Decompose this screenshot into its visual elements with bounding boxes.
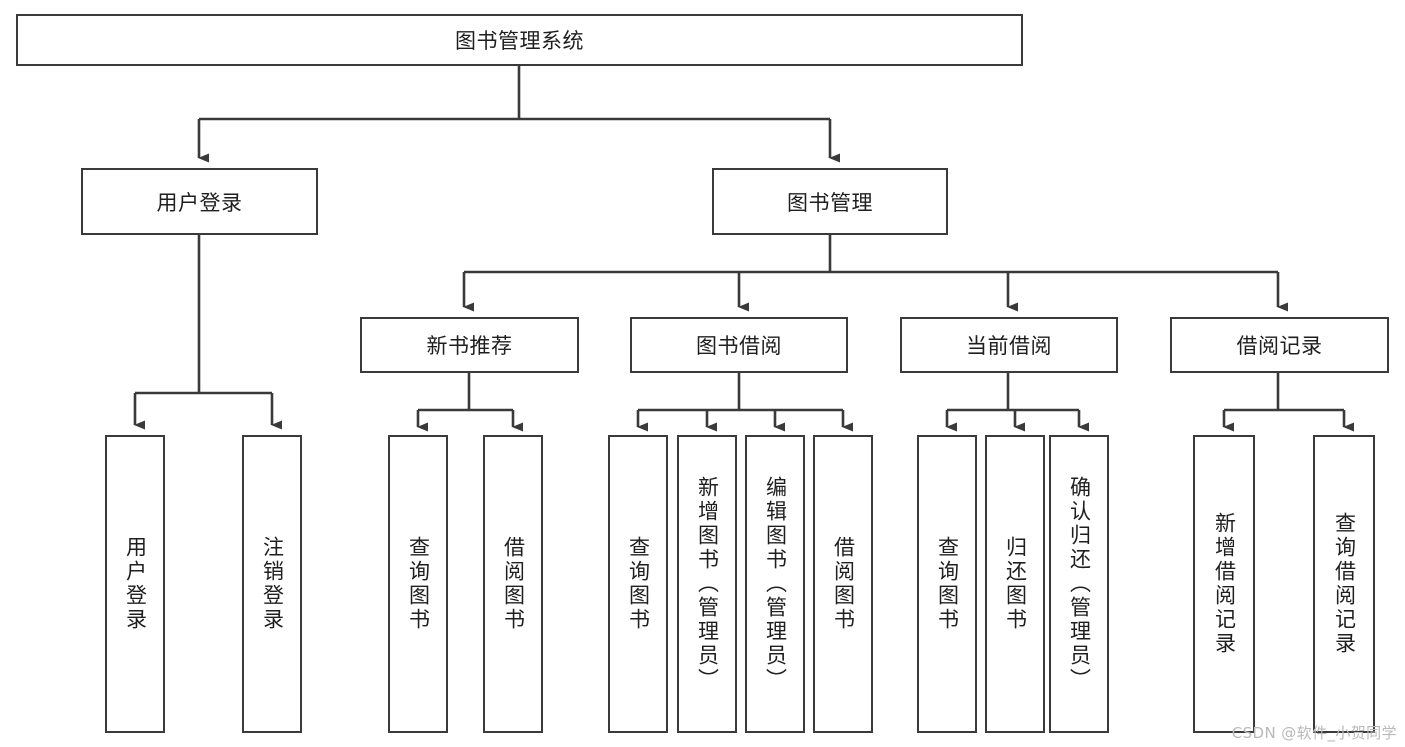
node-root-book-management-system[interactable]: 图书管理系统 bbox=[16, 14, 1023, 66]
leaf-add-borrow-record[interactable]: 新增借阅记录 bbox=[1193, 435, 1255, 733]
node-label: 查询图书 bbox=[626, 536, 651, 632]
node-new-book-recommend[interactable]: 新书推荐 bbox=[360, 317, 579, 373]
node-book-borrow[interactable]: 图书借阅 bbox=[630, 317, 848, 373]
leaf-add-book-admin[interactable]: 新增图书（管理员） bbox=[677, 435, 737, 733]
node-label: 图书管理系统 bbox=[455, 29, 584, 53]
node-label: 借阅图书 bbox=[501, 536, 526, 632]
leaf-logout[interactable]: 注销登录 bbox=[242, 435, 302, 733]
node-borrow-record[interactable]: 借阅记录 bbox=[1170, 317, 1389, 373]
leaf-query-book-current[interactable]: 查询图书 bbox=[917, 435, 977, 733]
leaf-query-book-borrow[interactable]: 查询图书 bbox=[608, 435, 668, 733]
leaf-query-borrow-record[interactable]: 查询借阅记录 bbox=[1313, 435, 1375, 733]
leaf-return-book[interactable]: 归还图书 bbox=[985, 435, 1045, 733]
leaf-query-book-newbook[interactable]: 查询图书 bbox=[388, 435, 448, 733]
node-label: 编辑图书（管理员） bbox=[763, 476, 788, 692]
node-label: 查询图书 bbox=[935, 536, 960, 632]
leaf-confirm-return-admin[interactable]: 确认归还（管理员） bbox=[1049, 435, 1109, 733]
node-label: 图书管理 bbox=[787, 190, 873, 215]
node-label: 查询图书 bbox=[406, 536, 431, 632]
node-label: 注销登录 bbox=[260, 536, 285, 632]
leaf-edit-book-admin[interactable]: 编辑图书（管理员） bbox=[745, 435, 805, 733]
node-label: 借阅图书 bbox=[831, 536, 856, 632]
node-label: 查询借阅记录 bbox=[1332, 512, 1357, 656]
node-label: 新增图书（管理员） bbox=[695, 476, 720, 692]
node-label: 新书推荐 bbox=[426, 334, 513, 358]
node-label: 用户登录 bbox=[123, 536, 148, 632]
node-label: 归还图书 bbox=[1003, 536, 1028, 632]
csdn-watermark: CSDN @软件_小贺同学 bbox=[1231, 724, 1397, 742]
node-current-borrow[interactable]: 当前借阅 bbox=[900, 317, 1118, 373]
leaf-user-login[interactable]: 用户登录 bbox=[105, 435, 165, 733]
node-label: 当前借阅 bbox=[966, 334, 1052, 358]
node-label: 确认归还（管理员） bbox=[1067, 476, 1092, 692]
node-user-login[interactable]: 用户登录 bbox=[81, 168, 318, 235]
node-label: 用户登录 bbox=[156, 190, 243, 215]
node-label: 图书借阅 bbox=[696, 334, 782, 358]
leaf-borrow-book-newbook[interactable]: 借阅图书 bbox=[483, 435, 543, 733]
node-label: 新增借阅记录 bbox=[1212, 512, 1237, 656]
node-book-management[interactable]: 图书管理 bbox=[712, 168, 948, 235]
node-label: 借阅记录 bbox=[1236, 334, 1323, 358]
leaf-borrow-book[interactable]: 借阅图书 bbox=[813, 435, 873, 733]
